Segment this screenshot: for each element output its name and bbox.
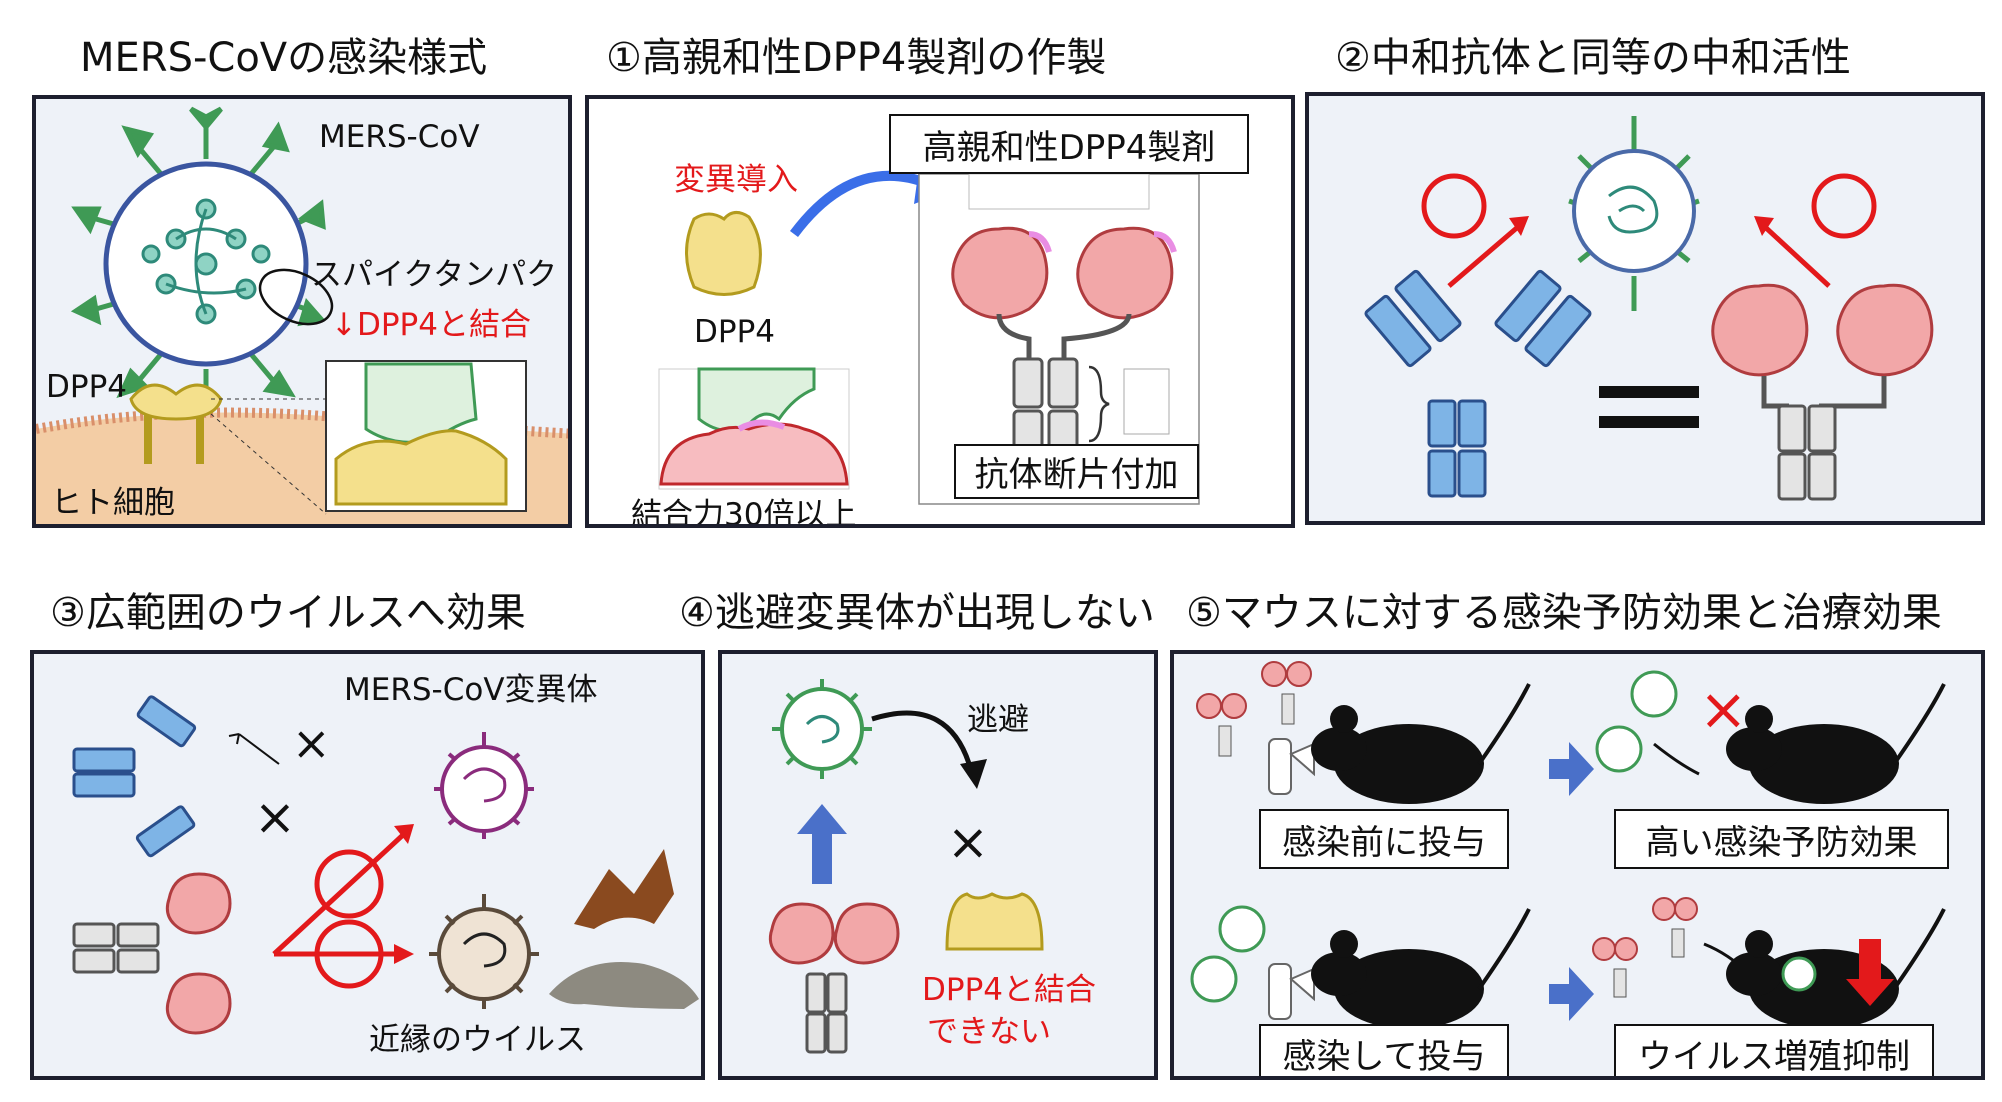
mers-virus-icon (1190, 905, 1266, 1003)
ok-circle-icon (1811, 173, 1877, 239)
escape-arrow-icon (871, 710, 975, 775)
label-affinity: 結合力30倍以上 (631, 497, 857, 528)
panel-mouse-effect: × 感染前に投与 高い感染予防効果 感 (1170, 650, 1985, 1080)
neutralization-illustration (1364, 116, 1934, 501)
virus-rna (141, 198, 271, 325)
dpp4-fusion-icon (768, 902, 900, 1054)
panel-infection-mode: MERS-CoV スパイクタンパク ↓DPP4と結合 DPP4 ヒト細胞 (32, 95, 572, 528)
variant-virus-icon (434, 732, 534, 839)
box-antibody-fragment: 抗体断片付加 (954, 444, 1199, 499)
red-down-arrow-icon (1859, 939, 1881, 984)
label-cannot-bind-2: できない (927, 1014, 1051, 1050)
antibody-icon (72, 695, 197, 858)
equals-icon (1599, 386, 1699, 398)
panel-no-escape: × 逃避 DPP4と結合 できない (718, 650, 1158, 1080)
red-arrow-icon (1762, 224, 1831, 288)
label-human-cell: ヒト細胞 (51, 485, 175, 521)
blue-arrow-icon (1549, 967, 1594, 1021)
label-related-virus: 近縁のウイルス (369, 1022, 586, 1058)
label-dpp4: DPP4 (46, 369, 127, 405)
ok-circle-icon (1421, 173, 1487, 239)
mutation-arrow-icon (790, 170, 931, 238)
box-post-infection-dose: 感染して投与 (1259, 1024, 1509, 1076)
dpp4-fusion-icon (1592, 897, 1698, 961)
no-escape-illustration: × (768, 679, 1044, 1054)
box-high-affinity-dpp4: 高親和性DPP4製剤 (889, 114, 1249, 174)
label-cannot-bind-1: DPP4と結合 (922, 972, 1096, 1008)
blue-arrow-icon (1549, 742, 1594, 796)
title-no-escape: ④逃避変異体が出現しない (679, 590, 1155, 636)
cross-icon: × (292, 716, 331, 770)
title-neutralization: ②中和抗体と同等の中和活性 (1335, 35, 1851, 81)
ok-circle-icon (314, 849, 384, 919)
nebulizer-icon (1268, 963, 1315, 1020)
box-pre-infection-dose: 感染前に投与 (1259, 809, 1509, 869)
label-mutation: 変異導入 (674, 162, 798, 198)
box-virus-suppression: ウイルス増殖抑制 (1614, 1024, 1934, 1076)
panel-dpp4-preparation: 変異導入 DPP4 結合力30倍以上 高親和性DPP4製剤 抗体断片付加 (585, 95, 1295, 528)
label-spike-protein: スパイクタンパク (311, 257, 558, 293)
nebulizer-icon (1268, 738, 1315, 795)
title-broad-effect: ③広範囲のウイルスへ効果 (50, 590, 526, 636)
red-down-arrow-icon: ↓ (331, 307, 357, 343)
mouse-icon (1726, 683, 1946, 804)
dpp4-molecule-icon (685, 211, 762, 296)
red-arrow-icon (1447, 224, 1521, 288)
up-arrow-icon (812, 829, 832, 884)
mouse-illustration: × (1190, 661, 1946, 1029)
title-dpp4-preparation: ①高親和性DPP4製剤の作製 (606, 35, 1107, 81)
label-binds-dpp4-text: DPP4と結合 (356, 307, 531, 343)
mouse-icon (1726, 908, 1946, 1029)
mouse-icon (1311, 908, 1531, 1029)
label-escape: 逃避 (967, 702, 1029, 738)
dpp4-fusion-icon (1711, 283, 1934, 501)
ok-circle-icon (314, 919, 384, 989)
broad-effect-illustration: × × (72, 695, 699, 1035)
high-affinity-dpp4-icon (951, 226, 1177, 359)
cross-icon: × (947, 813, 989, 871)
panel-broad-effect: × × (30, 650, 705, 1080)
mers-virus-icon (772, 679, 872, 779)
title-mouse-effect: ⑤マウスに対する感染予防効果と治療効果 (1186, 590, 1942, 636)
box-high-prevention: 高い感染予防効果 (1614, 809, 1949, 869)
related-virus-icon (429, 894, 539, 1009)
infection-illustration (36, 106, 568, 524)
cross-icon: × (254, 788, 296, 846)
mers-virus-icon (1568, 116, 1700, 311)
panel-neutralization (1305, 92, 1985, 525)
pangolin-icon (549, 962, 699, 1009)
red-arrow-icon (272, 832, 406, 956)
mers-virus-icon (1595, 670, 1678, 773)
label-binds-dpp4: ↓DPP4と結合 (331, 299, 531, 344)
title-infection-mode: MERS-CoVの感染様式 (80, 35, 488, 81)
dpp4-fusion-icon (1196, 661, 1312, 719)
label-dpp4-p1: DPP4 (694, 314, 775, 350)
dpp4-molecule-icon (945, 892, 1044, 951)
antibody-icon (1364, 269, 1592, 498)
mouse-icon (1311, 683, 1531, 804)
bat-icon (574, 849, 674, 929)
label-mers-cov: MERS-CoV (319, 119, 480, 155)
label-variants: MERS-CoV変異体 (344, 672, 598, 708)
dpp4-fusion-icon (72, 872, 232, 1035)
